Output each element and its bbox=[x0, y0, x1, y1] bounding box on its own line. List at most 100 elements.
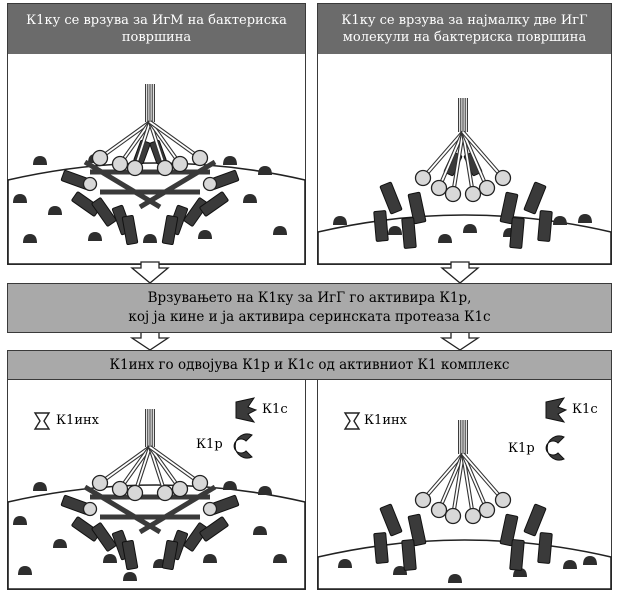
c1q-arm-core bbox=[462, 131, 488, 189]
antigen bbox=[583, 556, 597, 565]
igm-heavy-chain bbox=[183, 197, 209, 227]
antigen bbox=[33, 482, 47, 491]
c1q-globular-head bbox=[464, 507, 482, 525]
c1q-arm-core bbox=[462, 131, 474, 195]
c1q-globular-head bbox=[464, 185, 482, 203]
c1q-arm-core bbox=[149, 121, 181, 165]
igg-heavy-chain bbox=[537, 532, 553, 564]
c1q-arm-core bbox=[462, 453, 504, 501]
antigen bbox=[448, 574, 462, 583]
antigen bbox=[88, 232, 102, 241]
igg-heavy-chain bbox=[401, 217, 417, 249]
igm-heavy-chain bbox=[199, 191, 229, 217]
c1q-globular-head bbox=[156, 484, 174, 502]
c1s-icon bbox=[235, 397, 258, 423]
igm-fab bbox=[82, 501, 98, 517]
c1q-arm-core bbox=[452, 131, 464, 195]
antigen bbox=[258, 166, 272, 175]
antigen bbox=[18, 566, 32, 575]
igm-heavy-chain bbox=[199, 516, 229, 542]
antigen bbox=[388, 226, 402, 235]
igm-j-chain bbox=[138, 484, 217, 535]
antigen bbox=[463, 224, 477, 233]
c1q-globular-head bbox=[430, 501, 448, 519]
c1s-icon bbox=[545, 397, 568, 423]
antigen bbox=[273, 226, 287, 235]
c1q-arm-core bbox=[462, 131, 504, 179]
antigen bbox=[438, 234, 452, 243]
igg-heavy-chain bbox=[523, 503, 547, 537]
igm-heavy-chain bbox=[183, 522, 209, 552]
c1q-globular-head bbox=[478, 179, 496, 197]
bacterial-surface bbox=[317, 539, 612, 590]
c1q-globular-head bbox=[494, 169, 512, 187]
antigen bbox=[23, 234, 37, 243]
c1q-arm-core bbox=[119, 121, 151, 165]
c1r-label-left: К1р bbox=[196, 437, 223, 452]
igm-heavy-chain bbox=[91, 197, 117, 227]
igm-heavy-chain bbox=[161, 539, 179, 571]
antigen bbox=[13, 516, 27, 525]
antigen bbox=[223, 481, 237, 490]
antigen bbox=[578, 214, 592, 223]
c1q-globular-head bbox=[444, 185, 462, 203]
igm-heavy-chain bbox=[121, 214, 139, 246]
c1inh-label-right: К1инх bbox=[364, 413, 407, 428]
antigen bbox=[338, 559, 352, 568]
igg-heavy-chain bbox=[401, 539, 417, 571]
c1q-globular-head bbox=[414, 169, 432, 187]
antigen bbox=[393, 566, 407, 575]
igg-heavy-chain bbox=[509, 539, 525, 571]
antigen bbox=[123, 572, 137, 581]
igm-fab bbox=[202, 176, 218, 192]
igg-heavy-chain bbox=[499, 191, 519, 225]
antigen bbox=[243, 194, 257, 203]
bacterial-surface bbox=[317, 214, 612, 265]
c1s-label-right: К1с bbox=[572, 402, 598, 417]
igg-heavy-chain bbox=[373, 210, 389, 242]
c1inh-label-left: К1инх bbox=[56, 413, 99, 428]
antigen bbox=[333, 216, 347, 225]
c1q-arm-core bbox=[462, 453, 474, 517]
igm-fab bbox=[202, 501, 218, 517]
c1q-arm-core bbox=[149, 121, 201, 159]
igg-heavy-chain bbox=[537, 210, 553, 242]
antigen bbox=[53, 539, 67, 548]
antigen bbox=[33, 156, 47, 165]
c1q-globular-head bbox=[494, 491, 512, 509]
igm-j-chain bbox=[83, 159, 162, 210]
c1q-arm-core bbox=[149, 446, 181, 490]
antigen bbox=[223, 156, 237, 165]
step-inhibition: К1инх го одвојува К1р и К1с од активниот… bbox=[7, 350, 612, 380]
c1r-icon bbox=[545, 435, 565, 461]
c1q-globular-head bbox=[444, 507, 462, 525]
c1q-globular-head bbox=[126, 484, 144, 502]
c1q-globular-head bbox=[91, 474, 109, 492]
igm-heavy-chain bbox=[91, 522, 117, 552]
flow-arrow bbox=[130, 261, 170, 284]
igg-heavy-chain bbox=[379, 181, 403, 215]
c1q-arm-core bbox=[99, 121, 151, 159]
step-activation: Врзувањето на К1ку за ИгГ го активира К1… bbox=[7, 283, 612, 333]
c1q-arm-core bbox=[452, 453, 464, 517]
c1q-globular-head bbox=[478, 501, 496, 519]
igm-fab bbox=[82, 176, 98, 192]
flow-arrow bbox=[129, 331, 171, 351]
bacterial-surface bbox=[7, 484, 306, 590]
c1q-arm-core bbox=[119, 446, 151, 490]
c1q-globular-head bbox=[126, 159, 144, 177]
antigen bbox=[143, 234, 157, 243]
c1q-globular-head bbox=[171, 480, 189, 498]
flow-arrow bbox=[440, 261, 480, 284]
antigen bbox=[258, 486, 272, 495]
c1inh-icon bbox=[343, 412, 361, 430]
c1q-globular-head bbox=[191, 149, 209, 167]
igg-heavy-chain bbox=[373, 532, 389, 564]
igg-heavy-chain bbox=[523, 181, 547, 215]
c1q-arm-core bbox=[149, 446, 201, 484]
c1inh-icon bbox=[33, 412, 51, 430]
igg-heavy-chain bbox=[499, 513, 519, 547]
c1q-arm-core bbox=[99, 446, 151, 484]
c1q-globular-head bbox=[430, 179, 448, 197]
